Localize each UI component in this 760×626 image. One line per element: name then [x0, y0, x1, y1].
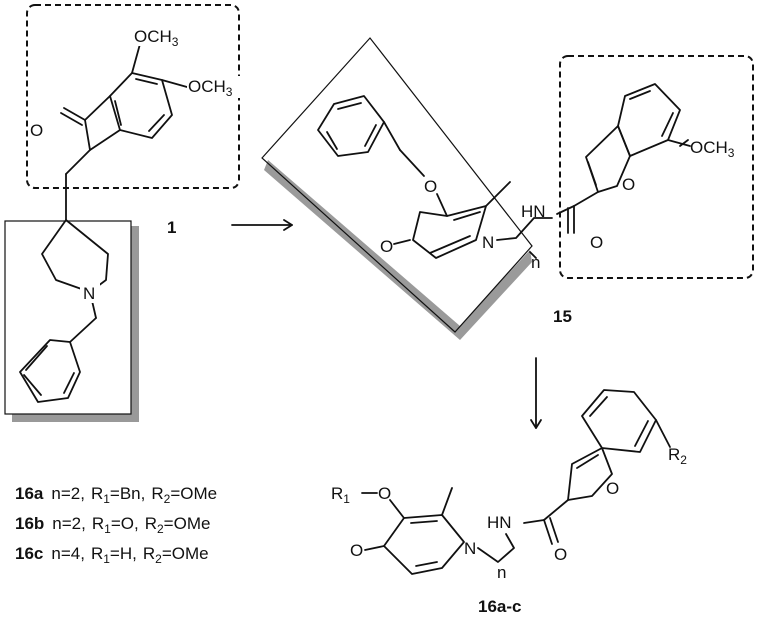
arrow-head-down	[530, 419, 542, 429]
arrow-head-right	[283, 219, 293, 231]
furan-oxygen-label-15: O	[622, 175, 635, 194]
compound-16-label: 16a-c	[478, 597, 521, 616]
r2-label: R2	[668, 445, 687, 467]
pyridinone-carbonyl-oxygen-label: O	[380, 237, 393, 256]
r1-label: R1	[331, 484, 350, 506]
pyridinone-nitrogen-label-16: N	[464, 539, 476, 558]
pyridinone-highlight-box	[261, 37, 533, 333]
amide-nh-label-16: HN	[487, 513, 512, 532]
compound-16	[361, 389, 671, 575]
chain-n-label-15: n	[531, 253, 540, 272]
chain-n-label-16: n	[497, 563, 506, 582]
pyridinone-nitrogen-label: N	[482, 233, 494, 252]
och3-label-15: OCH3	[690, 138, 735, 160]
och3-second-label: OCH3	[188, 77, 233, 99]
r1-oxygen-label: O	[378, 484, 391, 503]
pyridinone-carbonyl-oxygen-label-16: O	[350, 541, 363, 560]
compound-15-label: 15	[553, 307, 572, 326]
piperidine-nitrogen-label: N	[83, 284, 95, 303]
compound-1-label: 1	[167, 218, 176, 237]
compound-15	[317, 83, 691, 259]
amide-nh-label-15: HN	[521, 202, 546, 221]
och3-top-label: OCH3	[134, 27, 179, 49]
furan-oxygen-label-16: O	[606, 479, 619, 498]
amide-carbonyl-oxygen-label-15: O	[590, 233, 603, 252]
benzylpiperidine-shadow-bottom	[12, 414, 139, 422]
amide-carbonyl-oxygen-label-16: O	[554, 545, 567, 564]
benzofuran-highlight-box	[559, 55, 754, 279]
benzyloxy-oxygen-label: O	[424, 177, 437, 196]
ketone-oxygen-label: O	[30, 121, 43, 140]
benzylpiperidine-shadow	[131, 226, 139, 422]
compound-1-indanone	[60, 43, 188, 175]
